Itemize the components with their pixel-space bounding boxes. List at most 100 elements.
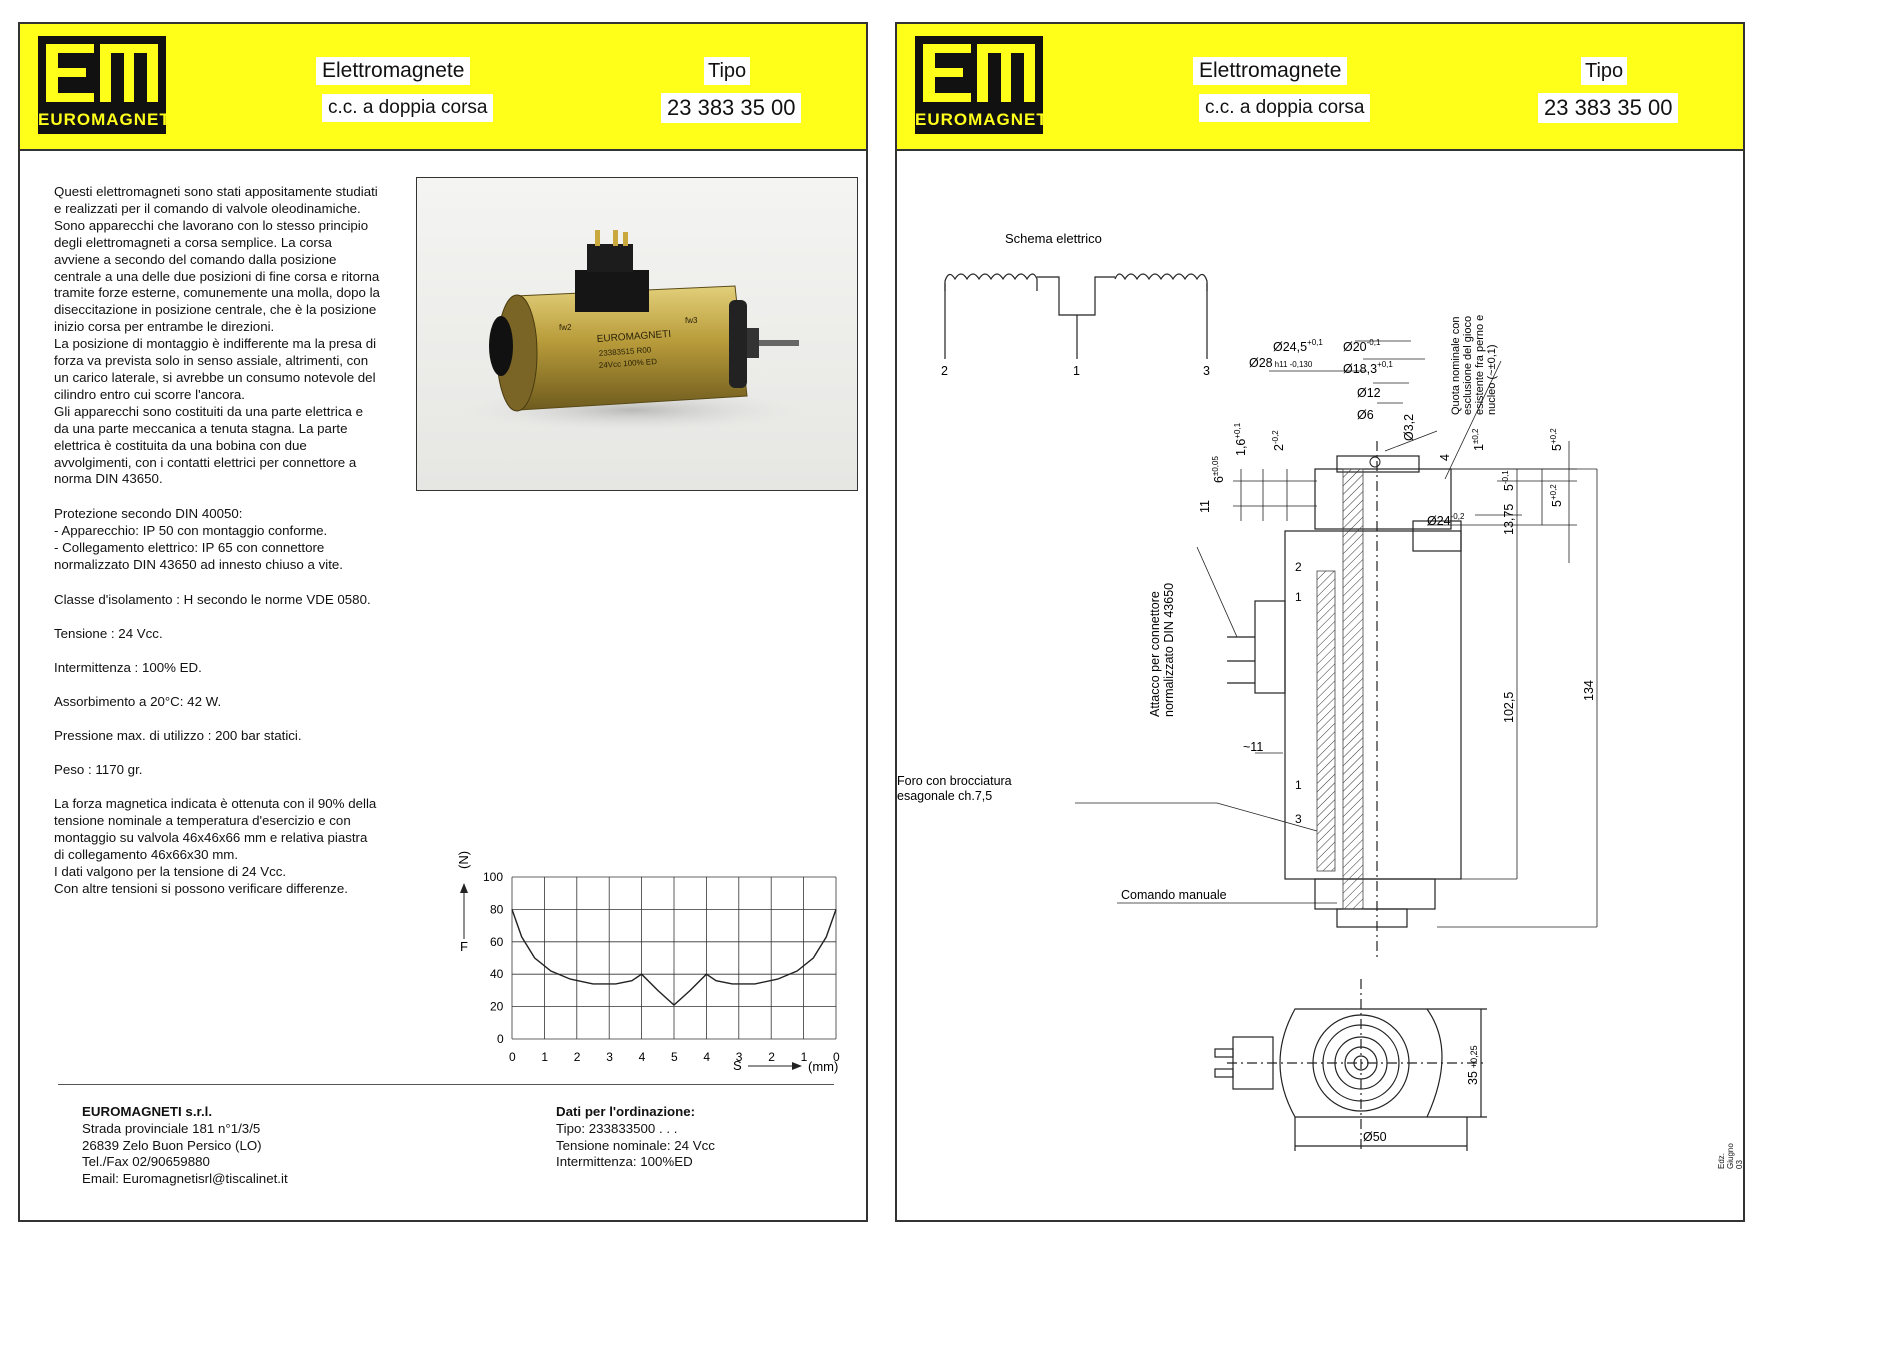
coil-mark-3: 3 bbox=[1295, 812, 1302, 826]
photo-code-label: 23383515 R00 bbox=[599, 345, 653, 358]
x-tick-label: 3 bbox=[606, 1050, 613, 1064]
quota-note-text-line: Quota nominale con bbox=[1450, 317, 1462, 415]
comando-manuale-label: Comando manuale bbox=[1121, 888, 1227, 902]
svg-text:1,6+0,1: 1,6+0,1 bbox=[1233, 422, 1248, 456]
euromagneti-logo-2: EUROMAGNETI bbox=[915, 36, 1054, 134]
page-header-2: EUROMAGNETI Elettromagnete c.c. a doppia… bbox=[897, 24, 1743, 151]
dim-d20-tol: -0,1 bbox=[1367, 338, 1381, 347]
svg-text:5-0,1: 5-0,1 bbox=[1501, 470, 1516, 491]
dim-4: 4 bbox=[1438, 454, 1452, 461]
x-tick-label: 5 bbox=[671, 1050, 678, 1064]
product-title-2: Elettromagnete bbox=[1193, 57, 1348, 85]
y-tick-label: 80 bbox=[490, 902, 504, 916]
dim-11b: ~11 bbox=[1243, 740, 1263, 754]
quota-note-text-line: nucleo (~±0,1) bbox=[1486, 344, 1498, 415]
wiring-schema bbox=[944, 273, 1208, 359]
y-tick-label: 100 bbox=[483, 870, 503, 884]
svg-text:2-0,2: 2-0,2 bbox=[1271, 430, 1286, 451]
y-tick-label: 0 bbox=[497, 1032, 504, 1046]
dim-d50: Ø50 bbox=[1363, 1130, 1387, 1144]
order-tipo: Tipo: 233833500 . . . bbox=[556, 1120, 678, 1136]
dim-6: 6 bbox=[1212, 476, 1226, 483]
x-tick-label: 0 bbox=[509, 1050, 516, 1064]
dim-d245: Ø24,5 bbox=[1273, 340, 1307, 354]
photo-spec-label: 24Vcc 100% ED bbox=[599, 357, 658, 370]
dim-1: 1 bbox=[1472, 444, 1486, 451]
terminal-1: 1 bbox=[1073, 364, 1080, 378]
tensione: Tensione : 24 Vcc. bbox=[54, 626, 163, 641]
svg-text:Ø24-0,2: Ø24-0,2 bbox=[1427, 512, 1465, 528]
x-tick-label: 4 bbox=[639, 1050, 646, 1064]
edition-note: Edz. Giugno 03 bbox=[1717, 1143, 1744, 1169]
company-phone: Tel./Fax 02/90659880 bbox=[82, 1154, 210, 1170]
quota-nominale-note: Quota nominale conesclusione del giocoes… bbox=[1450, 315, 1498, 415]
logo-brand-text-2: EUROMAGNETI bbox=[915, 110, 1054, 129]
photo-brand-label: EUROMAGNETI bbox=[596, 329, 671, 345]
dim-35: 35+0,25 bbox=[1466, 1045, 1480, 1085]
technical-drawing: Schema elettrico 2 1 3 bbox=[897, 231, 1598, 1151]
product-title: Elettromagnete bbox=[316, 57, 471, 85]
dim-134: 134 bbox=[1582, 680, 1596, 701]
dim-16: 1,6 bbox=[1234, 439, 1248, 456]
dim-2: 2 bbox=[1272, 444, 1286, 451]
dim-5c-tol: +0,2 bbox=[1549, 484, 1558, 500]
dim-d28-tol: h11 -0,130 bbox=[1275, 360, 1313, 369]
tipo-label-2: Tipo bbox=[1581, 57, 1628, 85]
end-view bbox=[1214, 979, 1487, 1151]
hatching bbox=[1316, 468, 1364, 910]
photo-mark-left: fw2 bbox=[559, 323, 572, 332]
x-tick-label: 2 bbox=[768, 1050, 775, 1064]
coil-mark-1b: 1 bbox=[1295, 778, 1302, 792]
classe-isolamento: Classe d'isolamento : H secondo le norme… bbox=[54, 592, 371, 607]
quota-note-text-line: esistente fra perno e bbox=[1474, 315, 1486, 415]
pressione: Pressione max. di utilizzo : 200 bar sta… bbox=[54, 728, 302, 743]
protezione-text: Protezione secondo DIN 40050: - Apparecc… bbox=[54, 506, 343, 572]
foro-text-line: esagonale ch.7,5 bbox=[897, 789, 992, 803]
em-logo-mark-icon bbox=[46, 44, 158, 102]
chart-grid bbox=[511, 876, 837, 1040]
x-tick-label: 3 bbox=[736, 1050, 743, 1064]
coil-mark-2: 2 bbox=[1295, 560, 1302, 574]
force-curve bbox=[511, 909, 837, 1006]
order-title: Dati per l'ordinazione: bbox=[556, 1104, 696, 1119]
dim-1-tol: ±0,2 bbox=[1471, 428, 1480, 444]
dim-2-tol: -0,2 bbox=[1271, 430, 1280, 444]
photo-mark-right: fw3 bbox=[685, 316, 698, 325]
tipo-value-2: 23 383 35 00 bbox=[1538, 93, 1679, 123]
dim-d24-tol: -0,2 bbox=[1451, 512, 1465, 521]
y-axis-label: F bbox=[460, 939, 468, 954]
dim-5a: 5 bbox=[1502, 484, 1516, 491]
dim-11: 11 bbox=[1198, 500, 1212, 513]
intermittenza: Intermittenza : 100% ED. bbox=[54, 660, 202, 675]
dim-5b-tol: +0,2 bbox=[1549, 428, 1558, 444]
svg-text:6±0,05: 6±0,05 bbox=[1211, 456, 1226, 483]
order-intermittenza: Intermittenza: 100%ED bbox=[556, 1154, 693, 1170]
company-address-2: 26839 Zelo Buon Persico (LO) bbox=[82, 1137, 262, 1153]
attacco-text-line: Attacco per connettore bbox=[1148, 591, 1162, 717]
dim-5c: 5 bbox=[1550, 500, 1564, 507]
foro-text-line: Foro con brocciatura bbox=[897, 774, 1012, 788]
dim-d183-tol: +0,1 bbox=[1377, 360, 1393, 369]
page-header: EUROMAGNETI Elettromagnete c.c. a doppia… bbox=[20, 24, 866, 151]
coil-mark-1a: 1 bbox=[1295, 590, 1302, 604]
em-logo-mark-icon bbox=[923, 44, 1035, 102]
dim-d20: Ø20 bbox=[1343, 340, 1367, 354]
svg-text:5+0,2: 5+0,2 bbox=[1549, 428, 1564, 451]
company-name: EUROMAGNETI s.r.l. bbox=[82, 1104, 213, 1119]
svg-text:11: 11 bbox=[1198, 500, 1212, 513]
dim-16-tol: +0,1 bbox=[1233, 422, 1242, 438]
dim-5b: 5 bbox=[1550, 444, 1564, 451]
footer-company-block: EUROMAGNETI s.r.l. Strada provinciale 18… bbox=[82, 1104, 288, 1188]
company-address-1: Strada provinciale 181 n°1/3/5 bbox=[82, 1120, 261, 1136]
peso: Peso : 1170 gr. bbox=[54, 762, 143, 777]
product-photo: EUROMAGNETI 23383515 R00 24Vcc 100% ED f… bbox=[416, 177, 858, 491]
tipo-label: Tipo bbox=[704, 57, 751, 85]
schema-title: Schema elettrico bbox=[1005, 231, 1102, 246]
dim-d6: Ø6 bbox=[1357, 408, 1374, 422]
svg-text:1±0,2: 1±0,2 bbox=[1471, 428, 1486, 451]
dim-d12: Ø12 bbox=[1357, 386, 1381, 400]
